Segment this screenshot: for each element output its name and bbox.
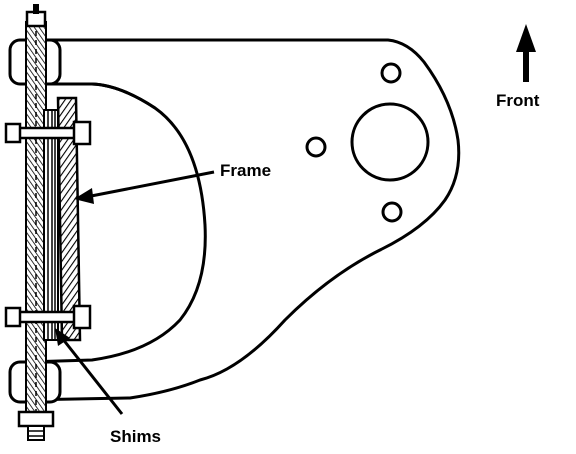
bottom-bolt-end [27,425,45,441]
frame-leader-line [85,170,215,199]
frame-leader-arrow [74,188,94,204]
small-hole-left [305,136,327,158]
ball-joint-hole [350,102,430,182]
arm-inner-edge [60,82,156,110]
shims-label: Shims [110,427,162,446]
top-nut [25,10,47,28]
frame-bracket [56,96,82,342]
small-hole-top [380,62,402,84]
front-arrow-head [516,24,536,52]
control-arm-body [10,38,461,402]
front-label: Front [496,91,540,110]
shims-leader-line [60,337,124,415]
shims-leader-arrow [55,328,70,346]
small-hole-bottom [381,201,403,223]
shim-stack [43,109,59,341]
bottom-nut [17,410,55,428]
frame-label: Frame [220,161,272,180]
